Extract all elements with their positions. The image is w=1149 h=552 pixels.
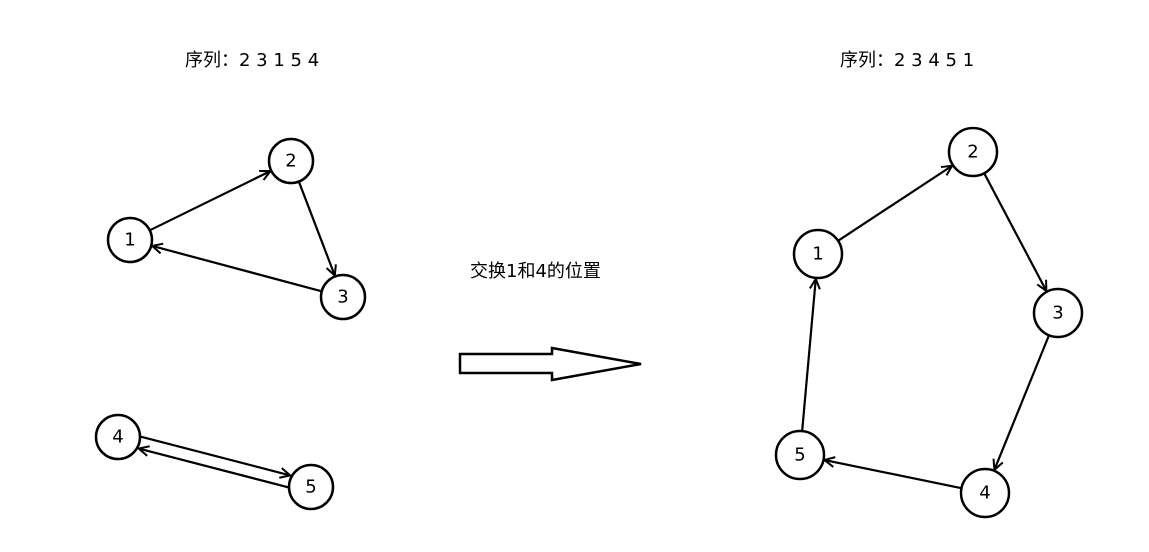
right-node-label-3: 3: [1052, 303, 1063, 324]
left-edge-3-to-1: [152, 246, 323, 293]
right-node-circle-4: [959, 467, 1011, 519]
left-node-circle-4: [94, 413, 142, 461]
right-sequence-label: 序列：2 3 4 5 1: [840, 50, 974, 71]
right-edge-3-to-4: [994, 334, 1050, 470]
left-node-circle-5: [287, 463, 335, 511]
right-graph-edges: [801, 166, 1050, 490]
left-node-circle-3: [319, 273, 367, 321]
left-node-label-2: 2: [285, 151, 296, 172]
left-node-label-3: 3: [337, 287, 348, 308]
left-node-4: 4: [94, 413, 142, 461]
left-node-3: 3: [319, 273, 367, 321]
left-edge-2-to-3: [297, 181, 335, 276]
right-edge-1-to-2: [837, 166, 952, 242]
right-node-label-4: 4: [979, 483, 990, 504]
right-node-4: 4: [959, 467, 1011, 519]
right-node-circle-2: [947, 126, 999, 178]
transition-arrow: [458, 346, 642, 382]
right-edge-4-to-5: [824, 460, 962, 490]
right-node-circle-1: [792, 228, 844, 280]
left-graph-nodes: 1 2 3 4 5: [94, 137, 367, 511]
left-edge-1-to-2: [149, 171, 271, 232]
right-node-1: 1: [792, 228, 844, 280]
left-node-5: 5: [287, 463, 335, 511]
right-edge-5-to-1: [801, 279, 816, 432]
right-node-circle-3: [1032, 287, 1084, 339]
left-node-circle-1: [106, 216, 154, 264]
right-node-label-2: 2: [967, 142, 978, 163]
right-node-label-5: 5: [794, 445, 805, 466]
left-node-1: 1: [106, 216, 154, 264]
left-edge-5-to-4: [139, 449, 289, 489]
right-node-circle-5: [774, 429, 826, 481]
left-node-2: 2: [267, 137, 315, 185]
left-node-label-1: 1: [124, 230, 135, 251]
right-edge-2-to-3: [983, 172, 1046, 291]
left-graph-edges: [139, 171, 335, 489]
right-node-label-1: 1: [812, 244, 823, 265]
right-node-5: 5: [774, 429, 826, 481]
left-edge-4-to-5: [140, 435, 290, 476]
right-graph-nodes: 1 2 3 4 5: [774, 126, 1084, 519]
left-sequence-label: 序列：2 3 1 5 4: [185, 50, 319, 71]
swap-caption: 交换1和4的位置: [470, 261, 601, 282]
left-node-label-4: 4: [112, 427, 123, 448]
left-node-label-5: 5: [305, 477, 316, 498]
right-node-3: 3: [1032, 287, 1084, 339]
left-node-circle-2: [267, 137, 315, 185]
right-node-2: 2: [947, 126, 999, 178]
